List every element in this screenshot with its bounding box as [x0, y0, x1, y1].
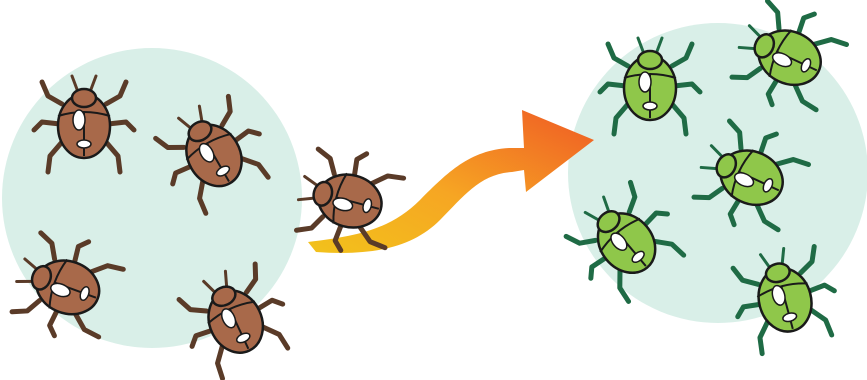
beetle-diagram [0, 0, 867, 380]
